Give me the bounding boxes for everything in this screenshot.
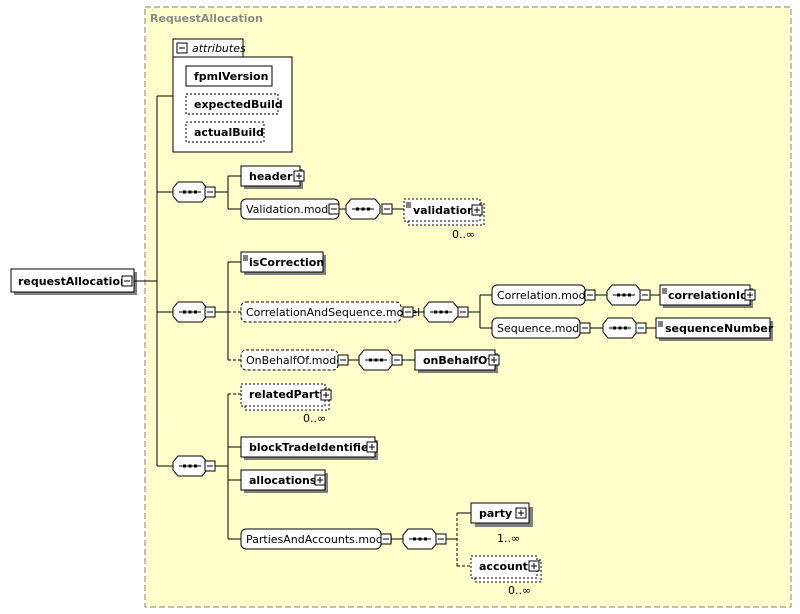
element-sequencenumber[interactable]: sequenceNumber [665,322,774,335]
parties-and-accounts-model-label[interactable]: PartiesAndAccounts.model [246,533,393,546]
relatedparty-occurrence: 0..∞ [303,412,326,425]
collapse-icon[interactable] [584,289,596,301]
attributes-title: attributes [192,42,246,55]
element-correlationid[interactable]: correlationId [668,289,748,302]
sequence-icon [602,317,638,339]
validation-model-label[interactable]: Validation.model [246,203,338,216]
expand-icon[interactable] [528,560,540,572]
collapse-icon[interactable] [381,203,393,215]
collapse-icon[interactable] [402,306,414,318]
collapse-icon[interactable] [337,354,349,366]
collapse-icon[interactable] [380,533,392,545]
element-onbehalfof[interactable]: onBehalfOf [423,354,492,367]
expand-icon[interactable] [471,204,483,216]
expand-icon[interactable] [744,289,756,301]
collapse-icon[interactable] [635,322,647,334]
collapse-icon[interactable] [457,306,469,318]
sequence-icon [423,301,459,323]
element-validation[interactable]: validation [413,204,475,217]
collapse-icon[interactable] [328,203,340,215]
correlation-model-label[interactable]: Correlation.model [497,289,595,302]
sequence-icon [358,349,394,371]
element-relatedparty[interactable]: relatedParty [249,388,327,401]
element-blocktradeidentifier[interactable]: blockTradeIdentifier [249,441,374,454]
party-occurrence: 1..∞ [497,532,520,545]
expand-icon[interactable] [515,507,527,519]
element-iscorrection[interactable]: isCorrection [249,256,324,269]
onbehalfof-model-label[interactable]: OnBehalfOf.model [246,354,346,367]
attribute-fpmlversion[interactable]: fpmlVersion [194,70,268,83]
sequence-icon [172,301,208,323]
sequence-model-label[interactable]: Sequence.model [497,322,589,335]
attributes-panel: attributes fpmlVersion expectedBuild act… [172,38,293,153]
sequence-icon [402,528,438,550]
collapse-icon[interactable] [579,322,591,334]
sequence-2: isCorrection CorrelationAndSequence.mode… [172,251,774,373]
element-party[interactable]: party [479,507,512,520]
element-account[interactable]: account [479,560,528,573]
sequence-icon [172,181,208,203]
collapse-icon[interactable] [639,289,651,301]
expand-icon[interactable] [320,389,332,401]
sequence-3: relatedParty 0..∞ blockTradeIdentifier a… [172,383,542,597]
validation-occurrence: 0..∞ [452,228,475,241]
collapse-icon[interactable] [121,275,133,287]
connector-lines [134,95,173,467]
collapse-icon[interactable] [391,354,403,366]
attribute-actualbuild[interactable]: actualBuild [194,126,264,139]
expand-icon[interactable] [314,474,326,486]
sequence-icon [172,455,208,477]
correlation-and-sequence-model-label[interactable]: CorrelationAndSequence.model [246,306,420,319]
sequence-icon [606,284,642,306]
account-occurrence: 0..∞ [508,584,531,597]
group-title: RequestAllocation [150,12,263,25]
collapse-icon[interactable] [435,533,447,545]
root-element[interactable]: requestAllocation [10,268,137,295]
collapse-icon[interactable] [204,306,216,318]
attributes-collapse-icon[interactable] [176,42,188,54]
sequence-1: header Validation.model validation 0..∞ [172,165,485,241]
root-element-label: requestAllocation [18,275,128,288]
sequence-icon [345,198,381,220]
attribute-expectedbuild[interactable]: expectedBuild [194,98,283,111]
expand-icon[interactable] [293,170,305,182]
element-header[interactable]: header [249,170,293,183]
collapse-icon[interactable] [204,460,216,472]
expand-icon[interactable] [366,441,378,453]
element-allocations[interactable]: allocations [249,474,317,487]
collapse-icon[interactable] [204,186,216,198]
expand-icon[interactable] [488,354,500,366]
